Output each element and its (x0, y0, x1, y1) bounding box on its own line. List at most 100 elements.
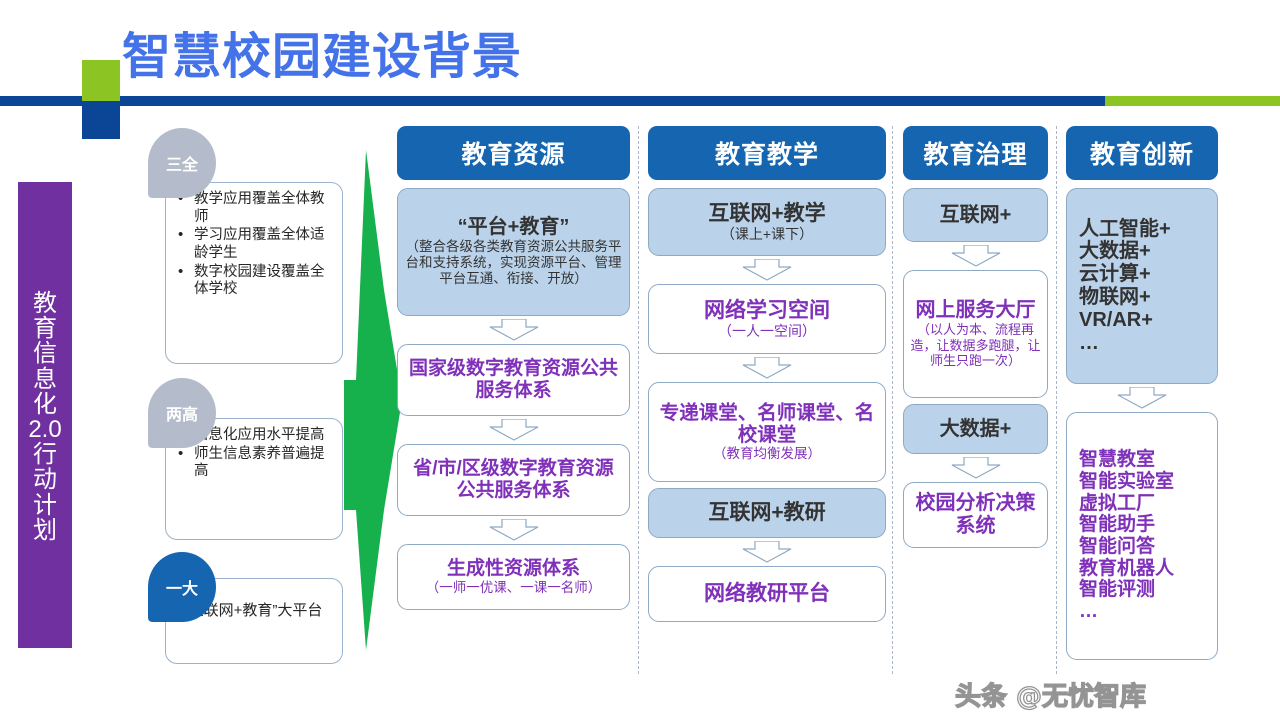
node-c1-2[interactable]: 国家级数字教育资源公共服务体系 (397, 344, 630, 416)
callout-label-1: 三全 (148, 128, 216, 198)
banner-char: 行 (33, 441, 57, 469)
banner-char: 划 (33, 516, 57, 544)
callout-text: “互联网+教育”大平台 (183, 602, 323, 619)
arrow-down-icon (951, 457, 1000, 479)
column-2: 教育教学互联网+教学（课上+课下） 网络学习空间（一人一空间） 专递课堂、名师课堂、… (648, 126, 886, 622)
arrow-down-icon (742, 541, 792, 563)
node-c1-1[interactable]: “平台+教育”（整合各级各类教育资源公共服务平台和支持系统，实现资源平台、管理平… (397, 188, 630, 316)
column-heading-1[interactable]: 教育资源 (397, 126, 630, 180)
node-c3-3[interactable]: 大数据+ (903, 404, 1048, 454)
node-title: 智慧教室 智能实验室 虚拟工厂 智能助手 智能问答 教育机器人 智能评测 … (1079, 449, 1175, 622)
node-title: 专递课堂、名师课堂、名校课堂 (659, 401, 875, 446)
flow-connector (903, 457, 1048, 479)
arrow-down-icon (951, 245, 1000, 267)
node-c4-2[interactable]: 智慧教室 智能实验室 虚拟工厂 智能助手 智能问答 教育机器人 智能评测 … (1066, 412, 1218, 660)
callout-label-text: 一大 (165, 581, 198, 598)
banner-char: 信 (33, 340, 57, 368)
callout-label-text: 两高 (165, 407, 198, 424)
node-subtitle: （一师一优课、一课一名师） (425, 579, 602, 595)
column-divider-2 (892, 126, 893, 674)
list-item: 教学应用覆盖全体教师 (172, 190, 334, 226)
node-title: 生成性资源体系 (446, 558, 580, 580)
callout-box-1: 教学应用覆盖全体教师学习应用覆盖全体适龄学生数字校园建设覆盖全体学校 (165, 182, 343, 364)
node-title: 人工智能+ 大数据+ 云计算+ 物联网+ VR/AR+ … (1079, 217, 1171, 354)
header-square-green (82, 60, 120, 101)
node-title: 网络学习空间 (704, 298, 830, 322)
node-title: 互联网+ (939, 203, 1012, 226)
page-title: 智慧校园建设背景 (122, 28, 523, 85)
callout-list: 教学应用覆盖全体教师学习应用覆盖全体适龄学生数字校园建设覆盖全体学校 (172, 190, 334, 299)
flow-connector (397, 319, 630, 341)
banner-char: 息 (33, 365, 57, 393)
banner-char: 计 (33, 491, 57, 519)
header-square-blue (82, 101, 120, 139)
flow-connector (648, 357, 886, 379)
flow-connector (1066, 387, 1218, 409)
column-divider-1 (638, 126, 639, 674)
header-rule-blue (0, 96, 1105, 106)
banner-char: 教 (33, 290, 57, 318)
node-subtitle: （整合各级各类教育资源公共服务平台和支持系统，实现资源平台、管理平台互通、衔接、… (405, 239, 622, 287)
column-divider-3 (1056, 126, 1057, 674)
column-heading-3[interactable]: 教育治理 (903, 126, 1048, 180)
node-c2-3[interactable]: 专递课堂、名师课堂、名校课堂（教育均衡发展） (648, 382, 886, 482)
column-heading-4[interactable]: 教育创新 (1066, 126, 1218, 180)
node-title: 互联网+教学 (708, 201, 826, 225)
column-3: 教育治理互联网+ 网上服务大厅（以人为本、流程再造，让数据多跑腿，让师生只跑一次）… (903, 126, 1048, 548)
spacer (903, 180, 1048, 188)
node-subtitle: （教育均衡发展） (713, 446, 821, 462)
callout-label-3: 一大 (148, 552, 216, 622)
green-flow-arrow (344, 150, 402, 650)
flow-connector (397, 519, 630, 541)
node-c2-1[interactable]: 互联网+教学（课上+课下） (648, 188, 886, 256)
column-heading-2[interactable]: 教育教学 (648, 126, 886, 180)
node-subtitle: （课上+课下） (720, 225, 814, 242)
flow-connector (648, 259, 886, 281)
column-4: 教育创新人工智能+ 大数据+ 云计算+ 物联网+ VR/AR+ … 智慧教室 智能… (1066, 126, 1218, 660)
node-title: 校园分析决策系统 (915, 492, 1036, 537)
callout-label-2: 两高 (148, 378, 216, 448)
list-item: 数字校园建设覆盖全体学校 (172, 263, 334, 299)
banner-char: 育 (33, 315, 57, 343)
node-c3-2[interactable]: 网上服务大厅（以人为本、流程再造，让数据多跑腿，让师生只跑一次） (903, 270, 1048, 398)
node-c2-5[interactable]: 网络教研平台 (648, 566, 886, 622)
node-c3-4[interactable]: 校园分析决策系统 (903, 482, 1048, 548)
column-1: 教育资源 “平台+教育”（整合各级各类教育资源公共服务平台和支持系统，实现资源平台… (397, 126, 630, 610)
node-title: 网络教研平台 (704, 582, 830, 606)
arrow-down-icon (1117, 387, 1167, 409)
node-subtitle: （一人一空间） (718, 322, 816, 339)
watermark: 头条 @无忧智库 (954, 681, 1147, 712)
spacer (1066, 180, 1218, 188)
node-c1-3[interactable]: 省/市/区级数字教育资源公共服务体系 (397, 444, 630, 516)
node-title: “平台+教育” (457, 216, 570, 239)
flow-connector (397, 419, 630, 441)
flow-connector (648, 541, 886, 563)
node-title: 网上服务大厅 (915, 299, 1036, 322)
callout-label-text: 三全 (165, 157, 198, 174)
arrow-down-icon (489, 519, 538, 541)
node-title: 省/市/区级数字教育资源公共服务体系 (413, 458, 614, 501)
node-c1-4[interactable]: 生成性资源体系（一师一优课、一课一名师） (397, 544, 630, 610)
header-rule-green (1105, 96, 1280, 106)
spacer (397, 180, 630, 188)
banner-char: 动 (33, 466, 57, 494)
node-c3-1[interactable]: 互联网+ (903, 188, 1048, 242)
arrow-down-icon (742, 259, 792, 281)
list-item: 学习应用覆盖全体适龄学生 (172, 226, 334, 262)
arrow-down-icon (489, 419, 538, 441)
node-subtitle: （以人为本、流程再造，让数据多跑腿，让师生只跑一次） (910, 322, 1041, 369)
node-c4-1[interactable]: 人工智能+ 大数据+ 云计算+ 物联网+ VR/AR+ … (1066, 188, 1218, 384)
node-c2-2[interactable]: 网络学习空间（一人一空间） (648, 284, 886, 354)
banner-char: 2.0 (28, 416, 62, 443)
flow-connector (903, 245, 1048, 267)
node-title: 互联网+教研 (708, 501, 826, 525)
node-title: 大数据+ (939, 417, 1012, 440)
list-item: 师生信息素养普遍提高 (172, 445, 334, 481)
arrow-down-icon (489, 319, 538, 341)
node-c2-4[interactable]: 互联网+教研 (648, 488, 886, 538)
banner-char: 化 (33, 390, 57, 418)
arrow-down-icon (742, 357, 792, 379)
node-title: 国家级数字教育资源公共服务体系 (408, 358, 618, 401)
